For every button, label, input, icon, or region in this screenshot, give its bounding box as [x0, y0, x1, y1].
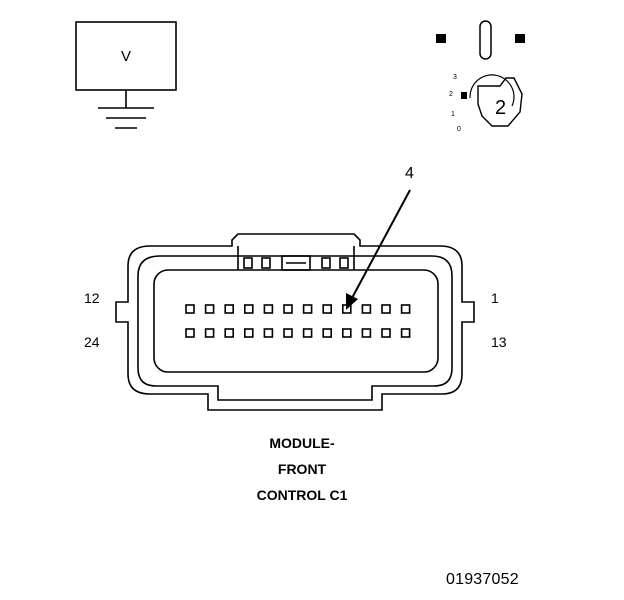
connector-outer-shell — [115, 233, 475, 411]
pin-label-24: 24 — [84, 334, 100, 350]
switch-position-marker — [461, 92, 467, 99]
pin-cavity-21 — [244, 328, 254, 338]
ignition-switch-icon — [436, 20, 525, 127]
caption-line-2: FRONT — [277, 461, 327, 477]
switch-slot — [479, 20, 492, 60]
pin-cavity-10 — [224, 304, 234, 314]
connector-c1 — [115, 233, 475, 411]
voltmeter-label: V — [120, 47, 131, 65]
figure-id: 01937052 — [446, 571, 519, 588]
pin-label-13: 13 — [491, 334, 507, 350]
connector-latch — [237, 246, 355, 271]
pin-cavity-24 — [185, 328, 195, 338]
ground-icon — [98, 107, 154, 129]
pin-cavity-23 — [204, 328, 215, 338]
pin-cavity-2 — [381, 304, 391, 314]
caption-line-3: CONTROL C1 — [256, 487, 348, 503]
pin-label-12: 12 — [84, 290, 100, 306]
switch-position-2: 2 — [449, 91, 453, 98]
pin-cavity-20 — [263, 328, 274, 338]
pin-cavity-9 — [244, 304, 254, 314]
switch-position-1: 1 — [451, 111, 455, 118]
callout-arrow — [346, 189, 411, 310]
switch-selected-position: 2 — [495, 97, 507, 119]
voltmeter-symbol — [75, 21, 177, 129]
connector-inner-wall — [137, 255, 453, 401]
caption-line-1: MODULE- — [269, 435, 335, 451]
pin-cavity-5 — [322, 304, 333, 314]
switch-left-indicator — [436, 34, 446, 43]
pin-cavity-7 — [283, 304, 293, 314]
pin-cavity-3 — [361, 304, 372, 314]
pin-cavity-14 — [381, 328, 391, 338]
pin-cavity-15 — [361, 328, 372, 338]
connector-pin-cavity — [153, 269, 439, 373]
switch-right-indicator — [515, 34, 525, 43]
pin-cavity-11 — [204, 304, 215, 314]
switch-position-3: 3 — [453, 74, 457, 81]
pin-cavity-12 — [185, 304, 195, 314]
connector-pin-grid — [185, 304, 411, 338]
switch-position-0: 0 — [457, 126, 461, 133]
pin-callout-label: 4 — [405, 165, 414, 182]
key-icon — [477, 77, 523, 127]
pin-cavity-17 — [322, 328, 333, 338]
pin-cavity-19 — [283, 328, 293, 338]
pin-label-1: 1 — [491, 290, 499, 306]
pin-cavity-8 — [263, 304, 274, 314]
pin-cavity-18 — [302, 328, 313, 338]
pin-cavity-13 — [400, 328, 411, 338]
pin-cavity-16 — [341, 328, 352, 338]
pin-cavity-22 — [224, 328, 234, 338]
pin-cavity-1 — [400, 304, 411, 314]
pin-cavity-6 — [302, 304, 313, 314]
key-dial — [469, 74, 515, 107]
